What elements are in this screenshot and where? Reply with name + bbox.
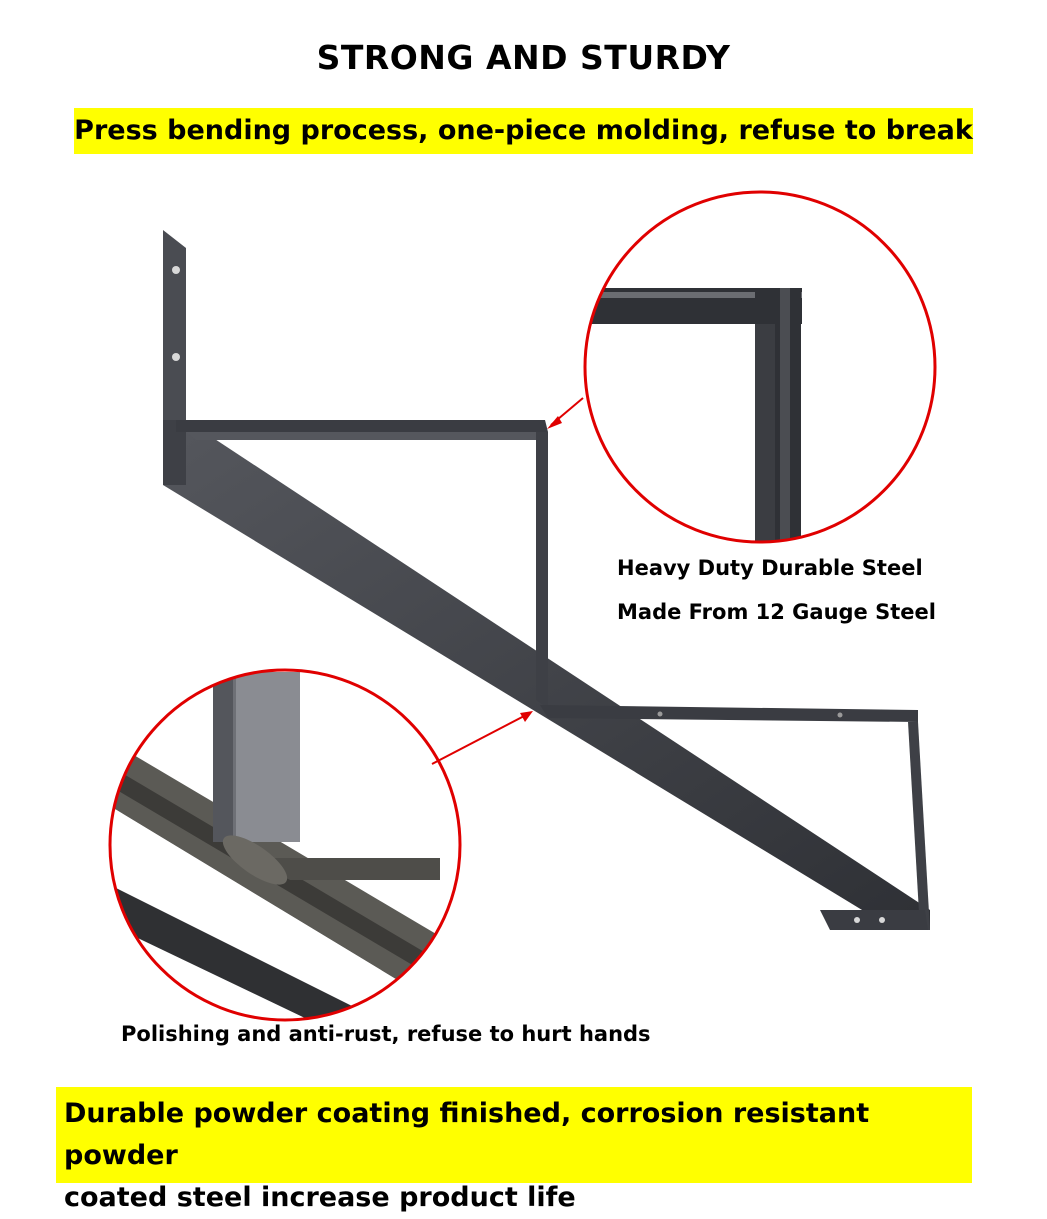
bolt-hole-icon <box>854 917 860 923</box>
zoom-callout-corner <box>547 190 937 544</box>
top-step-riser <box>536 432 548 708</box>
bolt-hole-icon <box>172 353 180 361</box>
arrow-head-icon <box>547 416 562 429</box>
mounting-plate <box>163 230 186 420</box>
subtitle-text: Press bending process, one-piece molding… <box>74 115 973 146</box>
steel-caption-line-1: Heavy Duty Durable Steel <box>617 556 923 580</box>
foot-plate <box>820 910 928 930</box>
top-step-tread <box>176 420 548 432</box>
callout-ring <box>583 190 937 544</box>
stair-bracket <box>163 230 930 930</box>
polish-caption: Polishing and anti-rust, refuse to hurt … <box>121 1022 651 1046</box>
page-title: STRONG AND STURDY <box>316 38 731 77</box>
lower-step-riser <box>908 722 930 930</box>
callout-ring <box>108 668 462 1022</box>
arrow-head-icon <box>520 711 533 722</box>
lower-step-tread <box>540 705 918 722</box>
bolt-hole-icon <box>879 917 885 923</box>
callout-arrow <box>431 713 529 765</box>
footer-banner: Durable powder coating finished, corrosi… <box>56 1087 972 1213</box>
zoom-callout-weld <box>108 668 533 1022</box>
subtitle-banner: Press bending process, one-piece molding… <box>74 108 973 154</box>
footer-line-2: coated steel increase product life <box>64 1182 576 1213</box>
bolt-hole-icon <box>172 266 180 274</box>
steel-caption-line-2: Made From 12 Gauge Steel <box>617 600 936 624</box>
footer-line-1: Durable powder coating finished, corrosi… <box>64 1098 870 1171</box>
